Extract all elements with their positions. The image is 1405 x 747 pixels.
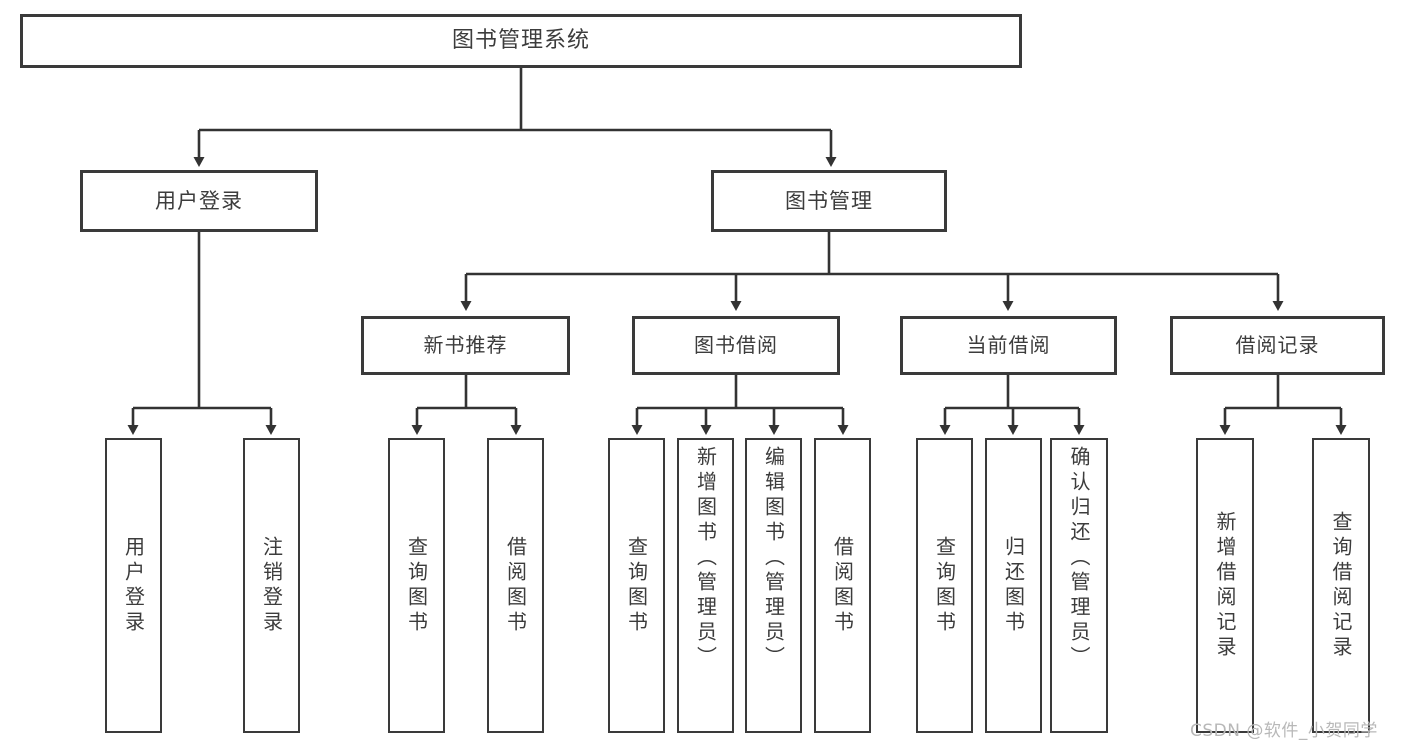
node-label: 编辑图书（管理员） xyxy=(761,446,786,671)
node-label: 借阅图书 xyxy=(503,535,528,636)
node-root-book-management-system[interactable]: 图书管理系统 xyxy=(20,14,1022,68)
node-user-login[interactable]: 用户登录 xyxy=(80,170,318,232)
node-label: 借阅记录 xyxy=(1235,333,1320,357)
leaf-text-wrap: 归还图书 xyxy=(987,440,1040,731)
leaf-text-wrap: 借阅图书 xyxy=(816,440,869,731)
leaf-new-book-borrow-book[interactable]: 借阅图书 xyxy=(487,438,544,733)
node-label: 查询图书 xyxy=(404,535,429,636)
node-label: 当前借阅 xyxy=(966,333,1051,357)
leaf-text-wrap: 查询图书 xyxy=(918,440,971,731)
leaf-text-wrap: 查询图书 xyxy=(610,440,663,731)
node-label: 图书管理 xyxy=(785,188,873,213)
node-book-management[interactable]: 图书管理 xyxy=(711,170,947,232)
node-label: 新书推荐 xyxy=(423,333,508,357)
leaf-borrow-record-add-record[interactable]: 新增借阅记录 xyxy=(1196,438,1254,733)
node-label: 图书借阅 xyxy=(694,333,778,357)
leaf-user-login-logout[interactable]: 注销登录 xyxy=(243,438,300,733)
leaf-text-wrap: 查询借阅记录 xyxy=(1314,440,1368,731)
node-book-borrow[interactable]: 图书借阅 xyxy=(632,316,840,375)
leaf-current-borrow-confirm-return-admin[interactable]: 确认归还（管理员） xyxy=(1050,438,1108,733)
leaf-text-wrap: 查询图书 xyxy=(390,440,443,731)
node-label: 确认归还（管理员） xyxy=(1067,446,1091,671)
node-label: 借阅图书 xyxy=(830,535,855,636)
csdn-watermark: CSDN @软件_小贺同学 xyxy=(1190,721,1378,741)
node-current-borrow[interactable]: 当前借阅 xyxy=(900,316,1117,375)
leaf-text-wrap: 借阅图书 xyxy=(489,440,542,731)
leaf-text-wrap: 新增借阅记录 xyxy=(1198,440,1252,731)
leaf-book-borrow-add-book-admin[interactable]: 新增图书（管理员） xyxy=(677,438,734,733)
leaf-borrow-record-query-record[interactable]: 查询借阅记录 xyxy=(1312,438,1370,733)
node-new-book-recommend[interactable]: 新书推荐 xyxy=(361,316,570,375)
node-label: 用户登录 xyxy=(155,188,243,213)
node-label: 用户登录 xyxy=(121,535,146,636)
node-label: 归还图书 xyxy=(1001,535,1026,636)
leaf-new-book-query-book[interactable]: 查询图书 xyxy=(388,438,445,733)
leaf-current-borrow-return-book[interactable]: 归还图书 xyxy=(985,438,1042,733)
leaf-book-borrow-borrow-book[interactable]: 借阅图书 xyxy=(814,438,871,733)
leaf-current-borrow-query-book[interactable]: 查询图书 xyxy=(916,438,973,733)
leaf-user-login-login[interactable]: 用户登录 xyxy=(105,438,162,733)
node-label: 图书管理系统 xyxy=(451,28,590,54)
leaf-text-wrap: 确认归还（管理员） xyxy=(1052,440,1106,731)
leaf-text-wrap: 编辑图书（管理员） xyxy=(747,440,800,731)
node-label: 注销登录 xyxy=(259,535,284,636)
node-borrow-record[interactable]: 借阅记录 xyxy=(1170,316,1385,375)
node-label: 查询图书 xyxy=(624,535,649,636)
leaf-book-borrow-edit-book-admin[interactable]: 编辑图书（管理员） xyxy=(745,438,802,733)
node-label: 查询借阅记录 xyxy=(1329,510,1353,661)
leaf-text-wrap: 用户登录 xyxy=(107,440,160,731)
node-label: 新增图书（管理员） xyxy=(693,446,718,671)
leaf-book-borrow-query-book[interactable]: 查询图书 xyxy=(608,438,665,733)
node-label: 新增借阅记录 xyxy=(1213,510,1237,661)
leaf-text-wrap: 注销登录 xyxy=(245,440,298,731)
node-label: 查询图书 xyxy=(932,535,957,636)
leaf-text-wrap: 新增图书（管理员） xyxy=(679,440,732,731)
